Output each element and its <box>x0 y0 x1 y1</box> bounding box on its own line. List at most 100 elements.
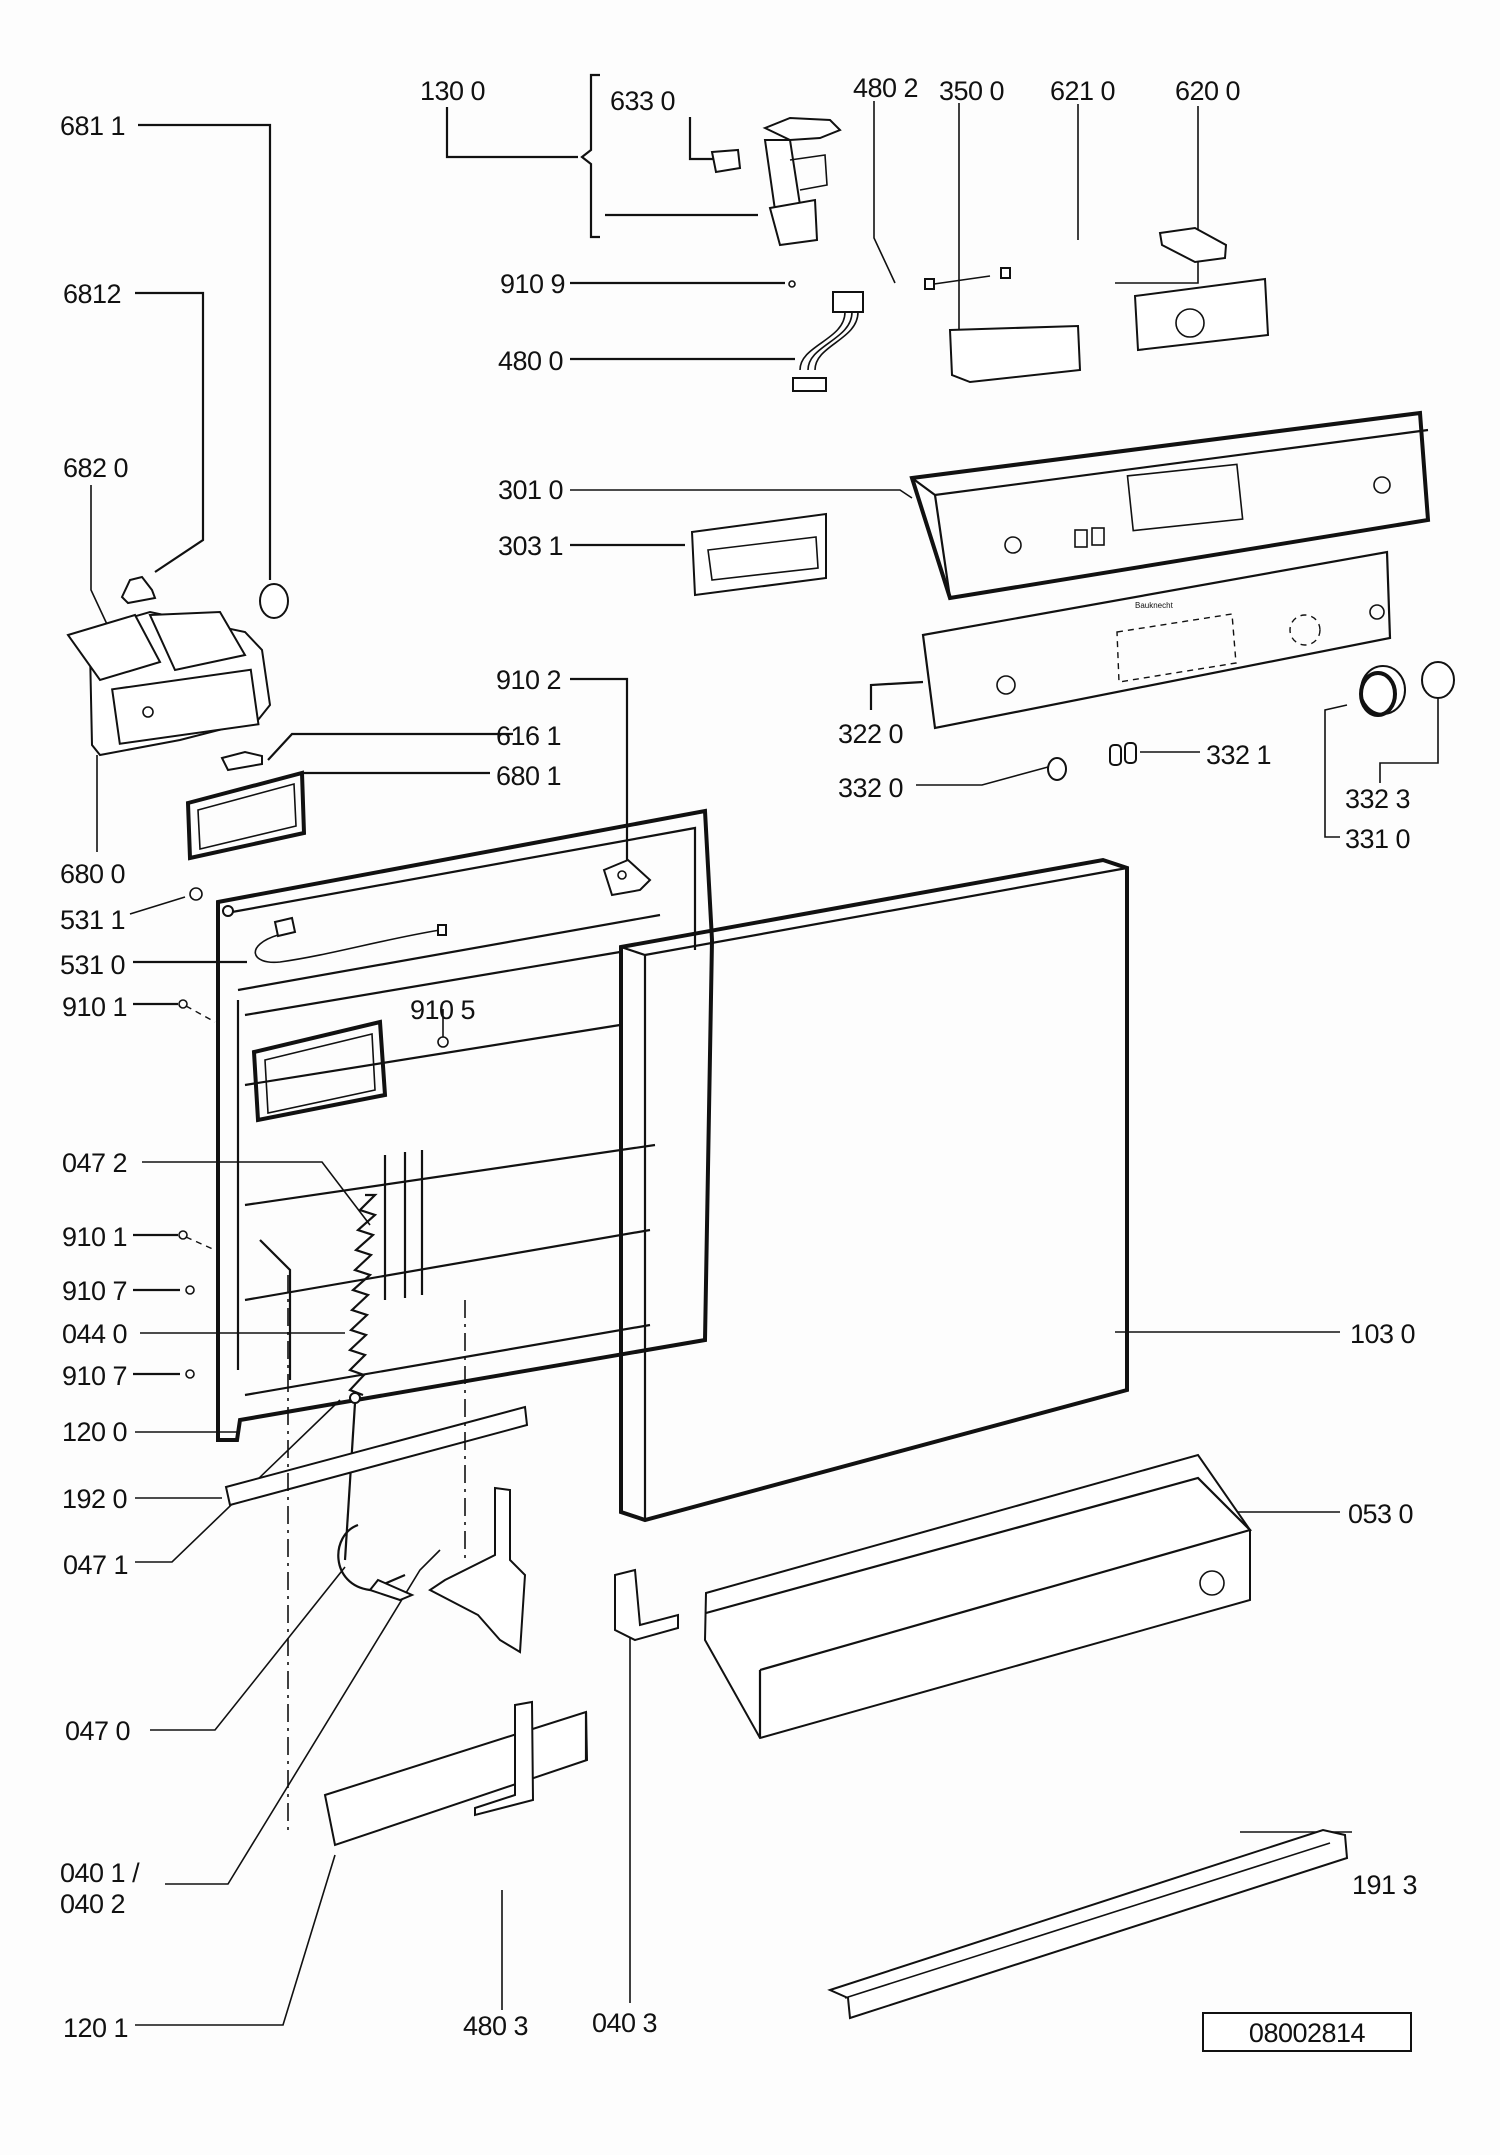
timer-part-6200 <box>1133 277 1270 352</box>
leader-3010 <box>570 489 913 499</box>
detergent-dispenser-part <box>66 610 272 757</box>
screw-axis-line <box>185 1005 216 1023</box>
leader-4802 <box>873 101 896 284</box>
label-3010: 301 0 <box>498 475 563 505</box>
fascia-panel-3220: Bauknecht <box>921 550 1392 730</box>
label-6801: 680 1 <box>496 761 561 791</box>
control-panel-housing-3010 <box>909 410 1431 601</box>
label-9105: 910 5 <box>410 995 475 1025</box>
outer-door-part-1030 <box>619 857 1129 1523</box>
label-0471: 047 1 <box>63 1550 128 1580</box>
label-6200: 620 0 <box>1175 76 1240 106</box>
screw-part-9107b <box>185 1369 195 1379</box>
screw-part-5311 <box>189 887 203 901</box>
label-3323: 332 3 <box>1345 784 1410 814</box>
leader-3320 <box>916 766 1049 786</box>
label-9101a: 910 1 <box>62 992 127 1022</box>
leader-6330 <box>688 117 715 161</box>
latch-part-6161 <box>220 750 263 772</box>
label-0403: 040 3 <box>592 2008 657 2038</box>
inner-door-panel-part <box>216 808 715 1442</box>
label-4803: 480 3 <box>463 2011 528 2041</box>
label-6330: 633 0 <box>610 86 675 116</box>
board-part-3500 <box>948 324 1082 384</box>
label-0530: 053 0 <box>1348 1499 1413 1529</box>
label-0472: 047 2 <box>62 1148 127 1178</box>
label-3031: 303 1 <box>498 531 563 561</box>
leader-3323 <box>1379 695 1439 783</box>
switch-cable-part-5310 <box>222 905 447 964</box>
label-0470: 047 0 <box>65 1716 130 1746</box>
label-9107b: 910 7 <box>62 1361 127 1391</box>
clip-part-6812 <box>120 575 157 605</box>
leader-0470 <box>150 1566 346 1731</box>
buttons-part-3321 <box>1109 742 1137 766</box>
label-3320: 332 0 <box>838 773 903 803</box>
label-4800: 480 0 <box>498 346 563 376</box>
leader-lines <box>90 73 1439 2026</box>
label-9101b: 910 1 <box>62 1222 127 1252</box>
knob-part-3310 <box>1359 665 1406 717</box>
leader-0472 <box>142 1161 371 1226</box>
leader-1300 <box>445 107 578 159</box>
label-9107a: 910 7 <box>62 1276 127 1306</box>
part-labels: 681 1 6812 682 0 680 0 130 0 633 0 910 9… <box>60 73 1418 2043</box>
screw-part-9101b <box>178 1230 188 1240</box>
screw-part-9105 <box>437 1036 449 1048</box>
label-5310: 531 0 <box>60 950 125 980</box>
leader-6812 <box>135 291 205 573</box>
hinge-bracket-part-0401 <box>428 1486 527 1654</box>
svg-text:Bauknecht: Bauknecht <box>1135 601 1174 610</box>
label-6811: 681 1 <box>60 111 125 141</box>
label-3310: 331 0 <box>1345 824 1410 854</box>
reference-number: 08002814 <box>1249 2018 1366 2048</box>
brace-1300 <box>580 73 600 239</box>
label-9102: 910 2 <box>496 665 561 695</box>
label-6820: 682 0 <box>63 453 128 483</box>
screw-part-9109 <box>788 280 796 288</box>
label-1030: 103 0 <box>1350 1319 1415 1349</box>
label-1300: 130 0 <box>420 76 485 106</box>
label-9109: 910 9 <box>500 269 565 299</box>
label-6812: 6812 <box>63 279 121 309</box>
strip-part-1913 <box>827 1828 1349 2020</box>
label-1913: 191 3 <box>1352 1870 1417 1900</box>
leader-1201 <box>135 1854 336 2026</box>
label-1200: 120 0 <box>62 1417 127 1447</box>
cap-part-6811 <box>259 583 289 619</box>
leader-0471 <box>135 1399 341 1563</box>
leader-6820 <box>90 485 113 636</box>
label-0440: 044 0 <box>62 1319 127 1349</box>
kickplate-part-0530 <box>703 1453 1253 1740</box>
leader-9102 <box>570 677 629 880</box>
leader-3220 <box>869 680 924 710</box>
rail-part-1920 <box>224 1405 529 1507</box>
handle-frame-part-3031 <box>690 512 827 597</box>
leader-6811 <box>138 123 272 580</box>
label-3220: 322 0 <box>838 719 903 749</box>
label-6161: 616 1 <box>496 721 561 751</box>
screw-part-9101a <box>178 999 188 1009</box>
lower-panel-part-1201 <box>323 1700 589 1847</box>
leader-3310 <box>1324 704 1348 838</box>
door-lock-part <box>762 116 842 247</box>
label-6210: 621 0 <box>1050 76 1115 106</box>
micro-switch-part-6330 <box>710 148 742 174</box>
leader-6200 <box>1115 106 1199 284</box>
harness-part-4800 <box>792 291 864 392</box>
knob-cap-part-3323 <box>1421 661 1455 699</box>
module-part-6210 <box>1158 226 1228 264</box>
label-5311: 531 1 <box>60 905 125 935</box>
label-0402: 040 2 <box>60 1889 125 1919</box>
label-6800: 680 0 <box>60 859 125 889</box>
cable-part-4802 <box>924 267 1011 290</box>
button-part-3320 <box>1047 757 1067 781</box>
screw-axis-line <box>185 1236 216 1251</box>
label-1201: 120 1 <box>63 2013 128 2043</box>
leader-6161 <box>267 732 513 761</box>
label-4802: 480 2 <box>853 73 918 103</box>
leader-0401 <box>165 1549 441 1885</box>
leader-5311 <box>129 896 186 915</box>
reference-number-box: 08002814 <box>1202 2012 1412 2052</box>
gasket-part-6801 <box>185 770 307 861</box>
